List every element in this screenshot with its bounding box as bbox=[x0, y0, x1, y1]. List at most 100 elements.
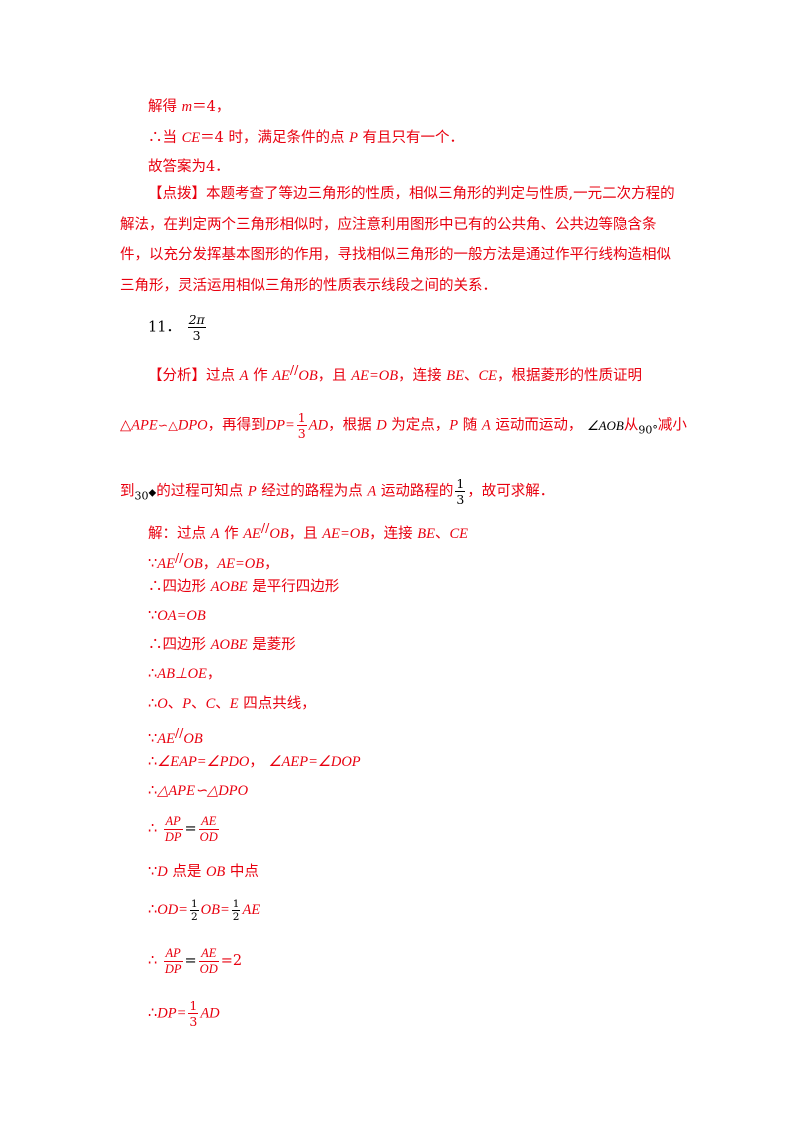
text: ＝4， bbox=[192, 99, 231, 115]
var-p: P bbox=[247, 483, 257, 500]
therefore-symbol: ∴ bbox=[148, 953, 158, 969]
therefore-symbol: ∴ bbox=[148, 666, 158, 682]
var-ae: AE bbox=[243, 525, 261, 542]
because-symbol: ∵ bbox=[148, 730, 158, 747]
var-ae: AE bbox=[157, 730, 175, 747]
angle-eap-pdo: ∠EAP=∠PDO bbox=[157, 754, 250, 770]
text: ，再得到 bbox=[207, 417, 266, 434]
text: 随 bbox=[458, 417, 482, 434]
text: ， bbox=[202, 555, 218, 572]
text-line-solve-m: 解得 m＝4， bbox=[148, 97, 230, 117]
therefore-symbol: ∴ bbox=[148, 783, 158, 799]
text: ，连接 bbox=[369, 525, 418, 542]
var-ob: OB= bbox=[200, 902, 230, 918]
angle-90: 90° bbox=[638, 423, 658, 437]
denominator: DP bbox=[163, 828, 183, 844]
question-number: 11． bbox=[148, 319, 181, 336]
text: ，且 bbox=[288, 525, 323, 542]
denominator: OD bbox=[198, 828, 219, 844]
var-ce: CE bbox=[449, 525, 468, 542]
analysis-label: 【分析】 bbox=[148, 367, 206, 384]
denominator: DP bbox=[163, 960, 183, 976]
solution-line-1: 解：过点 A 作 AE//OB，且 AE=OB，连接 BE、CE bbox=[148, 518, 468, 544]
text: ∴当 bbox=[148, 130, 182, 146]
because-symbol: ∵ bbox=[148, 555, 158, 572]
parallel-symbol: // bbox=[289, 362, 299, 377]
parallel-symbol: // bbox=[174, 550, 184, 565]
because-symbol: ∵ bbox=[148, 608, 158, 624]
var-p: P bbox=[449, 417, 459, 434]
denominator: OD bbox=[198, 960, 219, 976]
fraction-numerator: 2π bbox=[188, 312, 205, 327]
therefore-symbol: ∴ bbox=[148, 821, 158, 837]
text: 经过的路程为点 bbox=[256, 483, 368, 500]
equals: = bbox=[184, 821, 197, 837]
var-ce: CE bbox=[181, 130, 201, 146]
angle-aob: ∠AOB bbox=[586, 417, 624, 433]
var-ae-eq-ob: AE=OB bbox=[217, 555, 265, 572]
text: 是菱形 bbox=[247, 637, 296, 653]
var-p: P bbox=[349, 130, 358, 146]
similar-symbol: ∽ bbox=[157, 417, 169, 433]
text: ， bbox=[249, 754, 264, 770]
var-aobe: AOBE bbox=[210, 579, 248, 595]
var-ae: AE bbox=[272, 367, 290, 384]
text: 有且只有一个． bbox=[357, 130, 465, 146]
var-a: A bbox=[367, 483, 377, 500]
solution-line-4: ∵OA=OB bbox=[148, 606, 206, 626]
text: ，根据菱形的性质证明 bbox=[496, 367, 642, 384]
text: 、 bbox=[167, 696, 183, 712]
parallel-symbol: // bbox=[260, 520, 270, 535]
text: 为定点， bbox=[386, 417, 450, 434]
because-symbol: ∵ bbox=[148, 864, 158, 880]
var-aobe: AOBE bbox=[210, 637, 248, 653]
text: 减小 bbox=[657, 417, 687, 434]
text: 过点 bbox=[206, 367, 240, 384]
var-ad: AD bbox=[308, 417, 329, 434]
text: 的过程可知点 bbox=[156, 483, 248, 500]
text: 四点共线， bbox=[238, 696, 316, 712]
var-od: OD= bbox=[157, 902, 188, 918]
numerator: 1 bbox=[297, 410, 306, 425]
var-ae: AE bbox=[242, 902, 261, 918]
var-ae-eq-ob: AE=OB bbox=[351, 367, 399, 384]
text-line-conclusion: ∴当 CE＝4 时，满足条件的点 P 有且只有一个． bbox=[148, 128, 464, 148]
var-ob: OB bbox=[183, 555, 203, 572]
var-o: O bbox=[157, 696, 168, 712]
var-a: A bbox=[210, 525, 220, 542]
denominator: 2 bbox=[189, 909, 199, 923]
similar-triangles: △APE∽△DPO bbox=[157, 783, 249, 799]
numerator: AP bbox=[165, 945, 181, 960]
solution-line-7: ∴O、P、C、E 四点共线， bbox=[148, 694, 316, 714]
var-a: A bbox=[239, 367, 249, 384]
equals-two: =2 bbox=[220, 953, 243, 969]
numerator: 1 bbox=[456, 476, 465, 491]
numerator: AP bbox=[165, 813, 181, 828]
var-ab-perp-oe: AB⊥OE bbox=[157, 666, 207, 682]
therefore-symbol: ∴ bbox=[148, 1005, 158, 1022]
var-p: P bbox=[182, 696, 192, 712]
var-dpo: DPO bbox=[177, 417, 208, 434]
parallel-symbol: // bbox=[174, 725, 184, 740]
numerator: 1 bbox=[189, 998, 198, 1013]
var-d: D bbox=[376, 417, 387, 434]
denominator: 3 bbox=[188, 1013, 199, 1029]
text: 、 bbox=[463, 367, 479, 384]
text: ，连接 bbox=[398, 367, 447, 384]
equals: = bbox=[184, 953, 197, 969]
var-dp: DP= bbox=[265, 417, 295, 434]
solution-line-12: ∵D 点是 OB 中点 bbox=[148, 862, 259, 882]
text: ，根据 bbox=[328, 417, 377, 434]
numerator: 1 bbox=[232, 897, 240, 910]
denominator: 3 bbox=[296, 425, 307, 441]
text: 到 bbox=[120, 483, 135, 500]
therefore-symbol: ∴ bbox=[148, 696, 158, 712]
